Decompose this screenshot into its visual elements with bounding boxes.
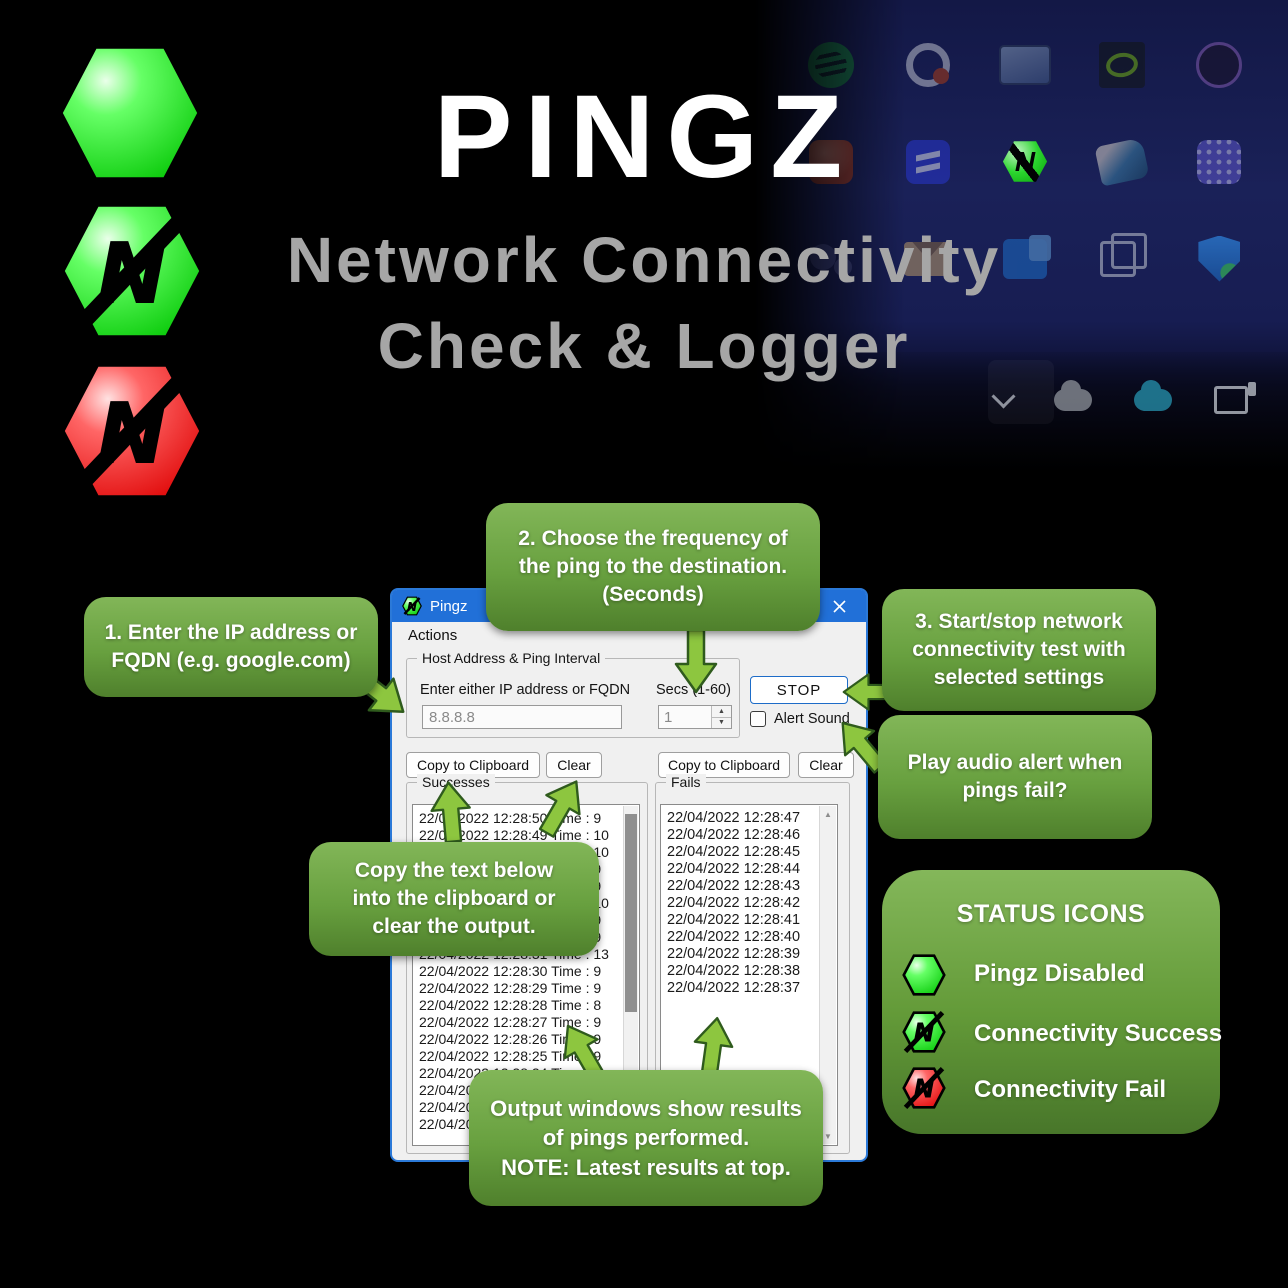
close-button[interactable]	[822, 590, 856, 622]
page-title: PINGZ	[433, 71, 855, 203]
fail-entry: 22/04/2022 12:28:37	[667, 980, 801, 996]
tray-icon	[991, 384, 1016, 409]
host-group-label: Host Address & Ping Interval	[417, 650, 606, 666]
system-tray	[991, 380, 1285, 414]
fail-entry: 22/04/2022 12:28:43	[667, 878, 801, 894]
spinner-up-button[interactable]: ▲	[712, 706, 731, 718]
fail-entry: 22/04/2022 12:28:44	[667, 861, 801, 877]
tray-icon	[1214, 382, 1256, 414]
pingz-fail-hexagon-icon: N	[902, 1066, 946, 1110]
fails-scrollbar[interactable]: ▲ ▼	[819, 806, 836, 1144]
desktop-backdrop	[755, 0, 1288, 472]
svg-text:N: N	[97, 224, 168, 323]
scrollbar-thumb[interactable]	[625, 814, 637, 1012]
desktop-app-icon	[1198, 235, 1241, 282]
spinner-down-button[interactable]: ▼	[712, 717, 731, 728]
fails-group-label: Fails	[666, 774, 706, 790]
callout-audio-alert: Play audio alert when pings fail?	[878, 715, 1152, 839]
successes-group-label: Successes	[417, 774, 495, 790]
fail-entry: 22/04/2022 12:28:46	[667, 827, 801, 843]
taskbar	[755, 352, 1288, 472]
scroll-down-icon[interactable]: ▼	[820, 1128, 836, 1144]
desktop-app-icon	[1002, 234, 1051, 279]
arrow-to-successes-icon	[427, 778, 475, 847]
fail-entry: 22/04/2022 12:28:39	[667, 946, 801, 962]
desktop-app-icon	[905, 139, 950, 184]
success-entry: 22/04/2022 12:28:30 Time : 9	[419, 963, 602, 979]
page-subtitle-line1: Network Connectivity	[286, 224, 1002, 296]
close-icon	[832, 599, 846, 613]
fail-entry: 22/04/2022 12:28:40	[667, 929, 801, 945]
status-label-success: Connectivity Success	[974, 1020, 1223, 1047]
host-address-label: Enter either IP address or FQDN	[420, 682, 631, 698]
success-entry: 22/04/2022 12:28:26 Time : 9	[419, 1031, 602, 1047]
desktop-app-icon	[905, 42, 950, 87]
tray-highlight	[988, 360, 1054, 424]
fails-group: Fails	[655, 774, 850, 1154]
clear-fails-button[interactable]: Clear	[798, 752, 854, 778]
svg-text:N: N	[407, 600, 417, 614]
alert-sound-label: Alert Sound	[774, 711, 850, 727]
svg-text:N: N	[913, 1019, 934, 1049]
desktop-icon-grid	[782, 16, 1268, 307]
fail-entry: 22/04/2022 12:28:47	[667, 810, 801, 826]
desktop-app-icon	[1196, 41, 1243, 88]
status-label-fail: Connectivity Fail	[974, 1076, 1167, 1103]
desktop-app-icon	[1099, 41, 1146, 88]
desktop-app-icon	[1100, 232, 1148, 277]
menu-actions[interactable]: Actions	[408, 626, 458, 644]
desktop-app-icon	[998, 44, 1051, 85]
stop-button[interactable]: STOP	[750, 676, 848, 704]
success-entry: 22/04/2022 12:28:49 Time : 10	[419, 827, 609, 843]
pingz-success-hexagon-icon: N	[902, 1010, 946, 1054]
fail-entry: 22/04/2022 12:28:45	[667, 844, 801, 860]
callout-output-windows: Output windows show results of pings per…	[469, 1070, 823, 1206]
success-entry: 22/04/2022 12:28:29 Time : 9	[419, 980, 602, 996]
desktop-app-icon	[1094, 136, 1150, 187]
interval-input[interactable]	[659, 706, 711, 728]
alert-sound-checkbox[interactable]	[750, 711, 766, 727]
pingz-app-icon: N	[402, 596, 422, 616]
successes-scrollbar[interactable]	[623, 806, 638, 1144]
menu-bar: Actions	[392, 622, 866, 648]
desktop-app-icon	[1197, 139, 1242, 184]
clear-successes-button[interactable]: Clear	[546, 752, 602, 778]
pingz-disabled-hexagon-icon	[902, 954, 946, 996]
tray-icon	[1134, 380, 1172, 411]
callout-choose-frequency: 2. Choose the frequency of the ping to t…	[486, 503, 820, 631]
copy-fails-button[interactable]: Copy to Clipboard	[658, 752, 790, 778]
window-title: Pingz	[430, 597, 468, 615]
success-entry: 22/04/2022 12:28:28 Time : 8	[419, 997, 602, 1013]
status-icons-panel: STATUS ICONS Pingz Disabled N Connectivi…	[882, 870, 1223, 1134]
desktop-app-icon	[903, 241, 952, 276]
desktop-app-icon	[807, 41, 854, 88]
successes-group: Successes	[406, 774, 648, 1154]
arrow-to-clear-button-icon	[525, 766, 597, 849]
fail-entry: 22/04/2022 12:28:41	[667, 912, 801, 928]
success-entry: 22/04/2022 12:28:27 Time : 9	[419, 1014, 602, 1030]
host-address-input[interactable]	[422, 705, 622, 729]
callout-enter-ip: 1. Enter the IP address or FQDN (e.g. go…	[84, 597, 378, 697]
fail-entry: 22/04/2022 12:28:42	[667, 895, 801, 911]
desktop-app-icon	[808, 139, 853, 184]
page-subtitle-line2: Check & Logger	[377, 310, 911, 382]
desktop-app-icon	[1002, 141, 1048, 182]
pingz-disabled-hexagon-icon	[62, 48, 198, 178]
host-group: Host Address & Ping Interval	[406, 650, 740, 738]
status-label-disabled: Pingz Disabled	[974, 960, 1145, 987]
pingz-success-hexagon-icon: N	[64, 204, 200, 338]
desktop-app-icon	[808, 236, 854, 282]
success-entry: 22/04/2022 12:28:25 Time : 9	[419, 1048, 602, 1064]
pingz-fail-hexagon-icon: N	[64, 364, 200, 498]
interval-spinner[interactable]: ▲ ▼	[658, 705, 732, 729]
fail-entry: 22/04/2022 12:28:38	[667, 963, 801, 979]
status-panel-title: STATUS ICONS	[956, 900, 1146, 928]
svg-text:N: N	[913, 1075, 934, 1105]
scroll-up-icon[interactable]: ▲	[820, 806, 836, 822]
callout-start-stop: 3. Start/stop network connectivity test …	[882, 589, 1156, 711]
callout-copy-clear: Copy the text below into the clipboard o…	[309, 842, 599, 956]
svg-text:N: N	[97, 384, 168, 483]
tray-icon	[1054, 380, 1092, 411]
arrow-to-interval-icon	[674, 626, 718, 694]
